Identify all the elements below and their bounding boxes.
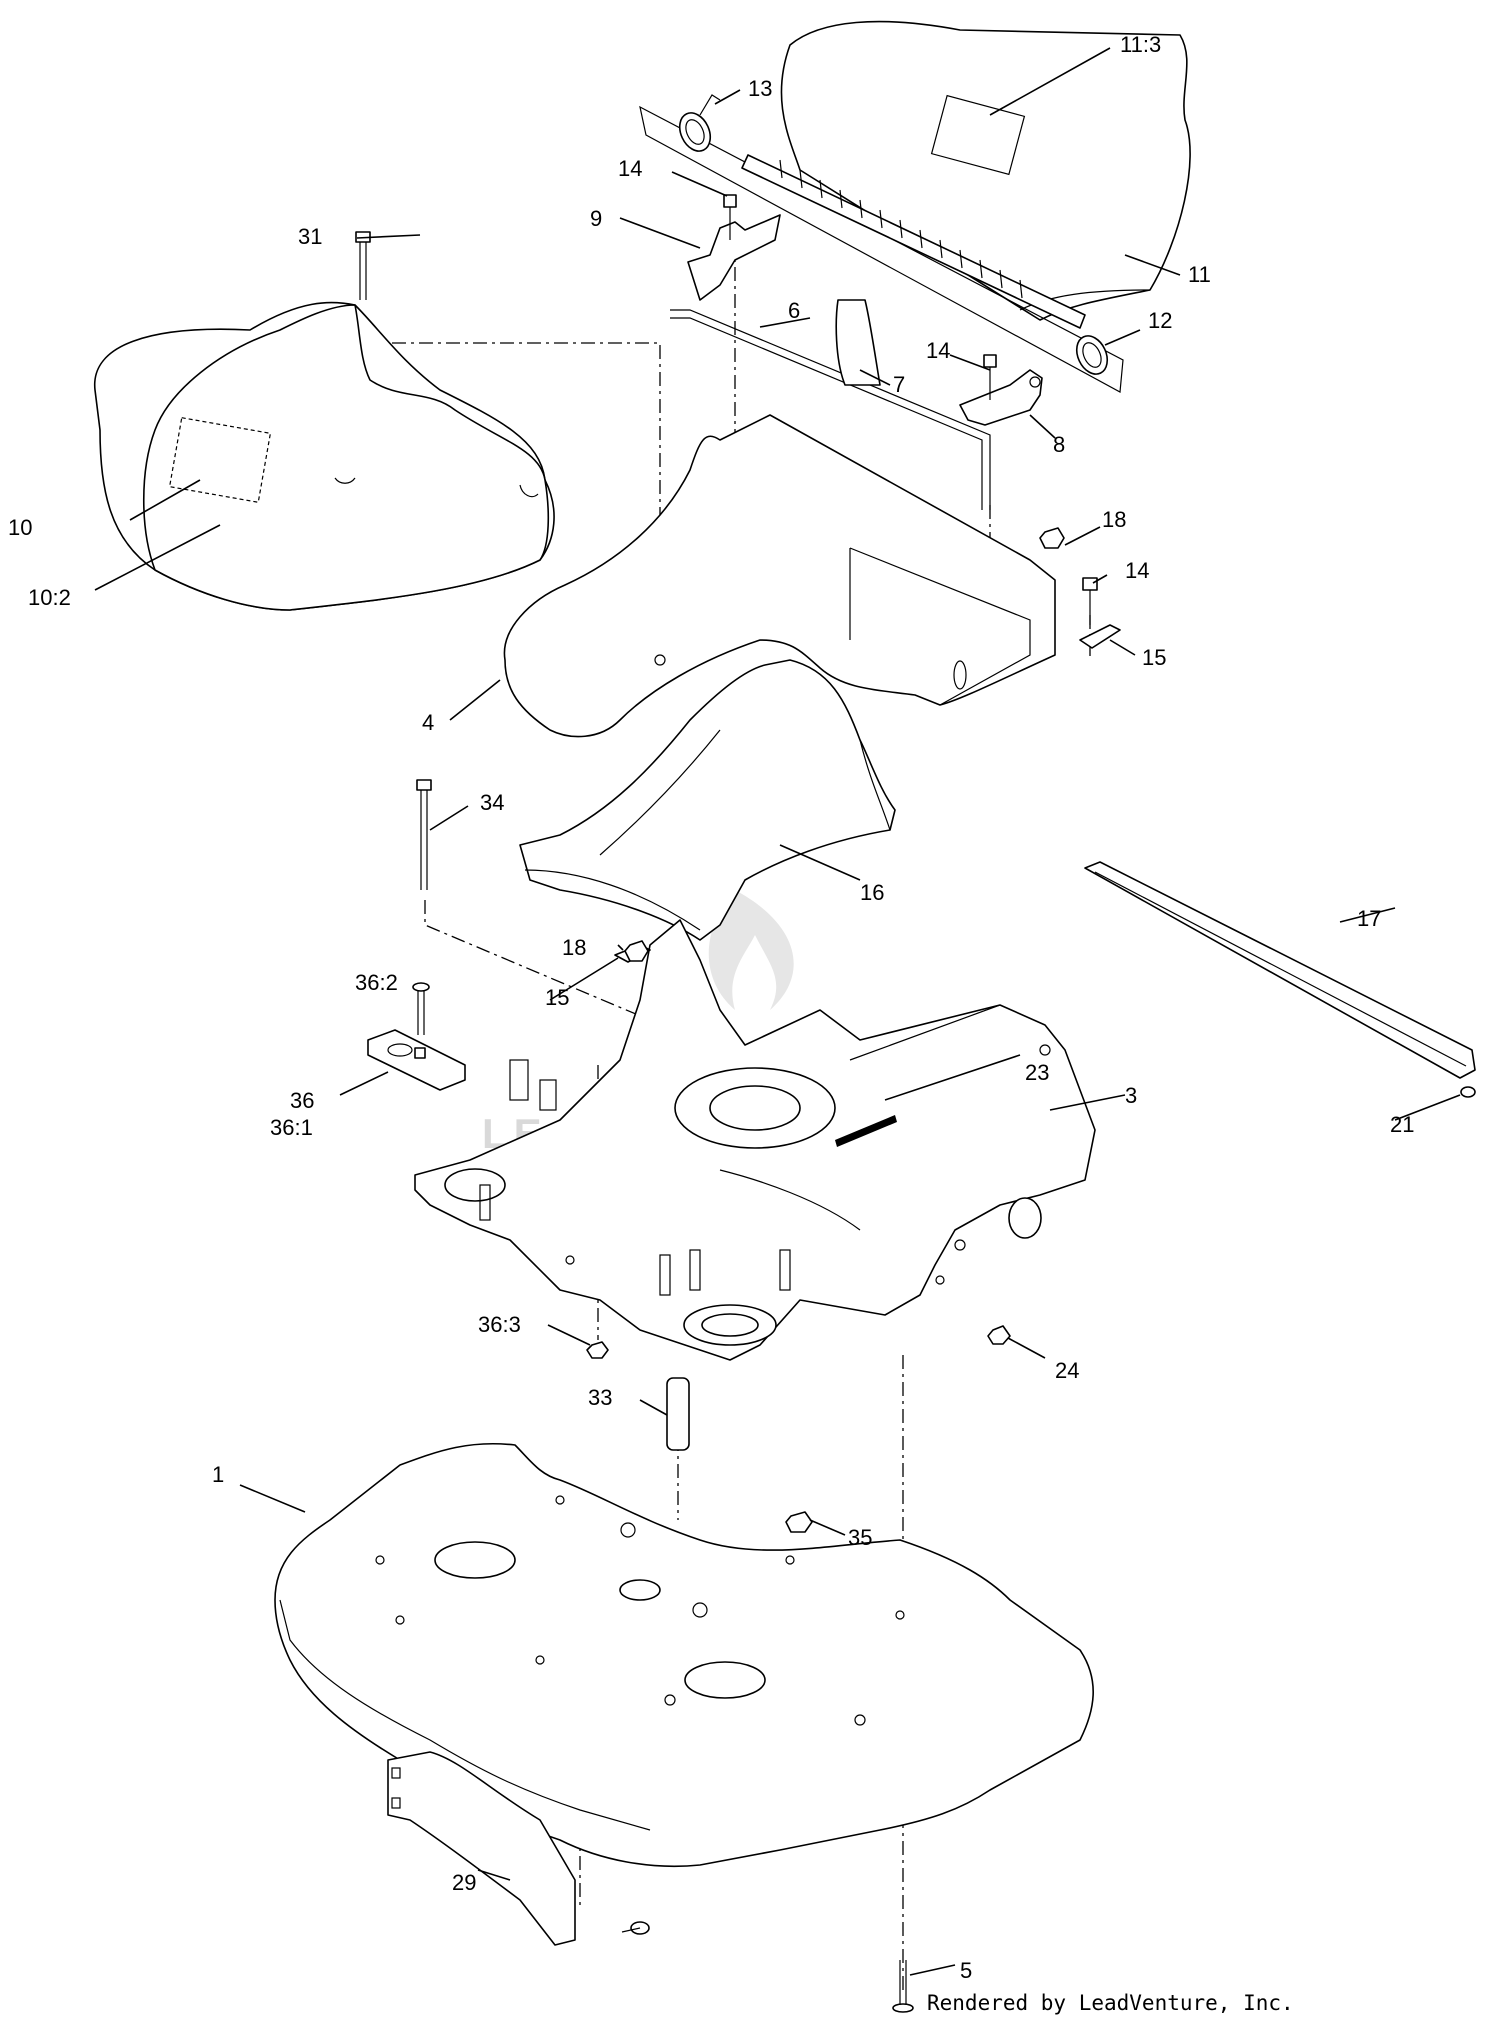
callout-24: 24 (1055, 1358, 1079, 1383)
part-24-nut (987, 1325, 1011, 1345)
part-17-rail (1084, 861, 1476, 1079)
part-10-seat (94, 301, 555, 611)
part-9-bracket (687, 194, 781, 301)
part-16-footrest (519, 659, 896, 941)
callout-9: 9 (590, 206, 602, 231)
callout-12: 12 (1148, 308, 1172, 333)
callout-4: 4 (422, 710, 434, 735)
leader-lines (94, 47, 1461, 1976)
callout-8: 8 (1053, 432, 1065, 457)
callout-36: 36 (290, 1088, 314, 1113)
part-29-baffle (387, 1751, 576, 1946)
part-34-bolt (416, 779, 432, 890)
part-14-bolt-right (1082, 577, 1098, 625)
part-36-bracket (367, 1029, 466, 1091)
callout-15-lower: 15 (545, 985, 569, 1010)
callout-14-right: 14 (1125, 558, 1149, 583)
part-21-screw (1460, 1086, 1476, 1098)
part-36-2-bolt (412, 982, 430, 1035)
callout-6: 6 (788, 298, 800, 323)
part-33-spacer (666, 1377, 690, 1451)
part-15-bracket-upper (1079, 624, 1121, 649)
callout-labels: 11:3 13 14 9 31 11 12 6 7 14 8 10 10:2 1… (8, 32, 1414, 1983)
callout-7: 7 (893, 372, 905, 397)
part-3-frame (414, 919, 1096, 1361)
callout-36-3: 36:3 (478, 1312, 521, 1337)
part-31-bolt (355, 231, 371, 300)
callout-18-upper: 18 (1102, 507, 1126, 532)
callout-36-1: 36:1 (270, 1115, 313, 1140)
part-11-seat-cover (780, 20, 1191, 321)
part-18-nut-upper (1039, 527, 1065, 549)
callout-33: 33 (588, 1385, 612, 1410)
part-29-bolt (621, 1921, 650, 1935)
callout-5: 5 (960, 1958, 972, 1983)
part-36-3-nut (586, 1341, 609, 1359)
part-35-nut (785, 1511, 813, 1533)
callout-14-top: 14 (618, 156, 642, 181)
part-12-spring (1075, 335, 1109, 375)
part-6-rod (670, 309, 991, 510)
callout-13: 13 (748, 76, 772, 101)
callout-10: 10 (8, 515, 32, 540)
part-7-latch (835, 299, 881, 386)
credit-text: Rendered by LeadVenture, Inc. (927, 1991, 1294, 2015)
callout-10-2: 10:2 (28, 585, 71, 610)
callout-31: 31 (298, 224, 322, 249)
callout-18-lower: 18 (562, 935, 586, 960)
part-4-seat-pan (503, 414, 1056, 738)
callout-11-3: 11:3 (1120, 32, 1161, 57)
callout-23: 23 (1025, 1060, 1049, 1085)
callout-1: 1 (212, 1462, 224, 1487)
callout-11: 11 (1188, 262, 1211, 287)
callout-35: 35 (848, 1525, 872, 1550)
callout-16: 16 (860, 880, 884, 905)
part-5-bolt (892, 1960, 914, 2013)
part-18-nut-lower (624, 940, 649, 962)
callout-36-2: 36:2 (355, 970, 398, 995)
callout-29: 29 (452, 1870, 476, 1895)
callout-34: 34 (480, 790, 504, 815)
callout-21: 21 (1390, 1112, 1414, 1137)
part-23-decal (835, 1115, 897, 1147)
callout-17: 17 (1357, 906, 1381, 931)
part-8-bracket (959, 354, 1043, 426)
callout-14-mid: 14 (926, 338, 950, 363)
part-13-spring (678, 94, 721, 152)
callout-3: 3 (1125, 1083, 1137, 1108)
callout-15-upper: 15 (1142, 645, 1166, 670)
hinge-rod-assembly (639, 105, 1124, 393)
